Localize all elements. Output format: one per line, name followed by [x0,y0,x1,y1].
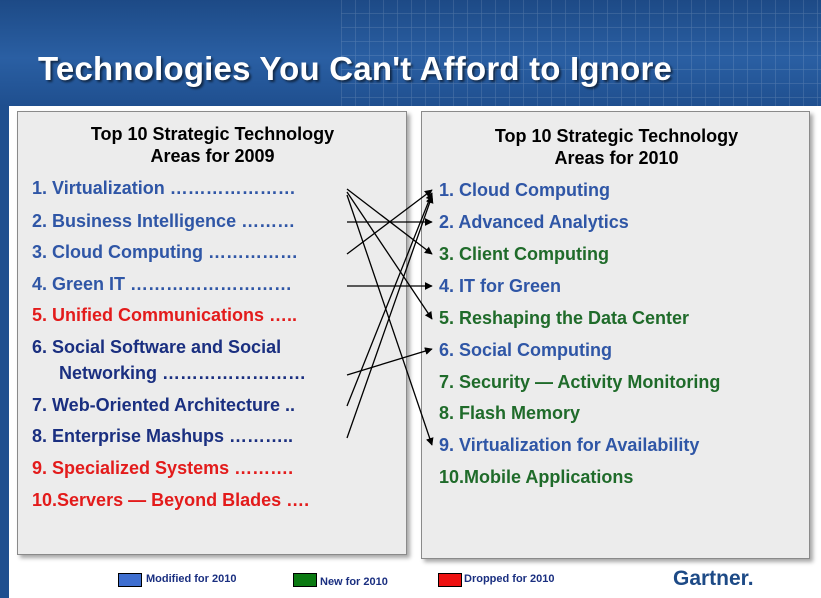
panel-2009 [17,111,407,555]
gartner-logo: Gartner. [673,567,754,590]
legend-label-new: New for 2010 [320,576,388,588]
arrow-virtualization-to-data-center [346,191,433,320]
list-item-2010-6: 6. Social Computing [439,340,613,360]
list-item-2010-1: 1. Cloud Computing [439,180,610,200]
list-item-2009-8: 8. Enterprise Mashups ……….. [32,426,294,446]
list-item-2010-8: 8. Flash Memory [439,403,581,423]
legend-label-modified: Modified for 2010 [146,573,237,585]
list-item-2010-5: 5. Reshaping the Data Center [439,308,690,328]
arrow-virtualization-to-availability [346,194,434,446]
arrow-woa-to-cloud [346,192,434,407]
list-item-2010-9: 9. Virtualization for Availability [439,435,700,455]
list-item-2009-9: 9. Specialized Systems ………. [32,458,294,478]
legend-swatch-dropped [438,573,462,587]
legend-swatch-modified [118,573,142,587]
arrow-social-to-social-computing [346,347,433,376]
panel-2010 [421,111,810,559]
list-item-2009-5: 5. Unified Communications ….. [32,305,298,325]
panel-2010-heading-line2: Areas for 2010 [554,148,679,168]
legend-swatch-new [293,573,317,587]
panel-2009-heading-line2: Areas for 2009 [150,146,275,166]
list-item-2010-10: 10.Mobile Applications [439,467,634,487]
list-item-2009-7: 7. Web-Oriented Architecture .. [32,395,296,415]
list-item-2009-4: 4. Green IT ……………………… [32,274,293,294]
list-item-2009-1: 1. Virtualization ………………… [32,178,296,198]
page-title: Technologies You Can't Afford to Ignore [38,50,673,87]
list-item-2009-3: 3. Cloud Computing …………… [32,242,298,262]
list-item-2010-2: 2. Advanced Analytics [439,212,629,232]
legend-label-dropped: Dropped for 2010 [464,573,555,585]
list-item-2010-7: 7. Security — Activity Monitoring [439,372,721,392]
panel-2010-heading: Top 10 Strategic Technology Areas for 20… [434,125,799,169]
list-item-2009-6-line1: 6. Social Software and Social [32,337,282,357]
list-item-2009-10: 10.Servers — Beyond Blades …. [32,490,310,510]
title-banner: Technologies You Can't Afford to Ignore [0,0,821,106]
panel-2009-heading: Top 10 Strategic Technology Areas for 20… [30,123,395,167]
list-item-2009-6-line2: Networking …………………… [59,363,307,383]
list-item-2010-3: 3. Client Computing [439,244,609,264]
list-item-2009-2: 2. Business Intelligence ……… [32,211,296,231]
arrow-mashups-to-cloud [346,195,434,439]
banner-grid-pattern [341,0,821,106]
arrow-cloud-to-cloud [346,189,433,255]
left-accent-bar [0,106,9,598]
panel-2009-heading-line1: Top 10 Strategic Technology [90,124,335,144]
list-item-2010-4: 4. IT for Green [439,276,562,296]
panel-2010-heading-line1: Top 10 Strategic Technology [494,126,739,146]
